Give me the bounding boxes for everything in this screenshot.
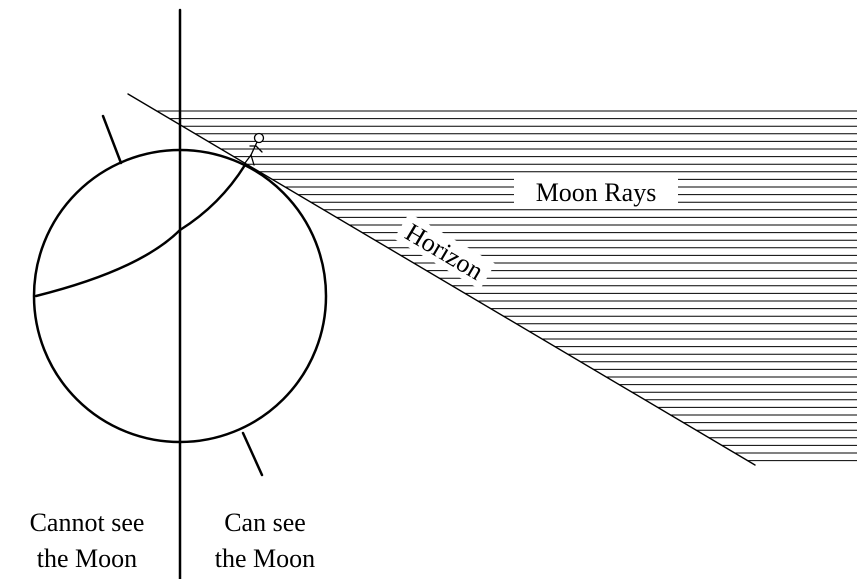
moon-rays-label-backdrop [514,178,678,209]
cannot-see-caption-line1: Cannot see [30,508,145,537]
observer-icon [244,132,265,166]
horizon-label: Horizon [400,218,488,286]
moon-rays-label-group: Moon Rays [514,178,678,209]
can-see-caption-line2: the Moon [215,544,315,573]
rotation-axis-north [101,114,123,165]
horizon-line [127,93,756,466]
horizon-label-backdrop [393,212,496,290]
moon-rays-hatching [156,110,857,462]
moon-rays-label: Moon Rays [536,178,657,207]
cannot-see-caption-line2: the Moon [37,544,137,573]
rotation-axis-south [241,431,264,477]
latitude-arc [34,163,247,298]
can-see-caption-line1: Can see [224,508,306,537]
